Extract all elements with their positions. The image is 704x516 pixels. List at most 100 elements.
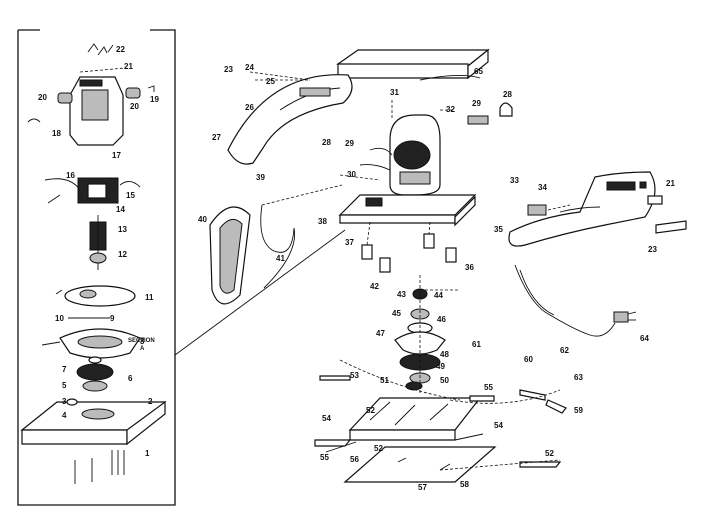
callout-46: 46	[437, 315, 446, 324]
bearing-plate	[55, 285, 136, 307]
callout-23: 23	[648, 245, 657, 254]
callout-22: 22	[116, 45, 125, 54]
brush-caps	[27, 85, 155, 123]
sanding-platen	[325, 397, 484, 453]
callout-25: 25	[266, 77, 275, 86]
handle-half-left	[227, 74, 353, 165]
mounting-screws	[74, 450, 125, 484]
callout-32: 32	[446, 105, 455, 114]
callout-43: 43	[397, 290, 406, 299]
callout-15: 15	[126, 191, 135, 200]
switch-handle-right	[508, 171, 656, 247]
brush-holder-clips	[79, 43, 126, 73]
gear-stack	[394, 275, 446, 395]
leader-lines	[249, 71, 561, 471]
callout-54: 54	[494, 421, 503, 430]
counterweight	[76, 356, 114, 392]
callout-9: 9	[110, 314, 115, 323]
small-hardware-top-right	[467, 102, 687, 234]
callout-52: 52	[374, 444, 383, 453]
callout-58: 58	[460, 480, 469, 489]
callout-61: 61	[472, 340, 481, 349]
callout-53: 53	[350, 371, 359, 380]
callout-55: 55	[484, 383, 493, 392]
callout-60: 60	[524, 355, 533, 364]
rubber-feet	[361, 221, 457, 273]
callout-17: 17	[112, 151, 121, 160]
callout-13: 13	[118, 225, 127, 234]
callout-63: 63	[574, 373, 583, 382]
section-label-letter: A	[140, 346, 145, 352]
callout-10: 10	[55, 314, 64, 323]
callout-2: 2	[148, 397, 153, 406]
callout-39: 39	[256, 173, 265, 182]
callout-42: 42	[370, 282, 379, 291]
callout-23: 23	[224, 65, 233, 74]
callout-37: 37	[345, 238, 354, 247]
callout-54: 54	[322, 414, 331, 423]
callout-64: 64	[640, 334, 649, 343]
callout-51: 51	[380, 376, 389, 385]
callout-29: 29	[345, 139, 354, 148]
callout-29: 29	[472, 99, 481, 108]
callout-49: 49	[436, 362, 445, 371]
callout-26: 26	[245, 103, 254, 112]
callout-31: 31	[390, 88, 399, 97]
wire-spring	[260, 184, 343, 289]
callout-4: 4	[62, 411, 67, 420]
callout-20: 20	[130, 102, 139, 111]
callout-41: 41	[276, 254, 285, 263]
callout-28: 28	[503, 90, 512, 99]
callout-28: 28	[322, 138, 331, 147]
callout-27: 27	[212, 133, 221, 142]
hand-strap	[209, 206, 251, 305]
callout-1: 1	[145, 449, 150, 458]
callout-5: 5	[62, 381, 67, 390]
callout-30: 30	[347, 170, 356, 179]
section-label: SECTION	[128, 338, 155, 344]
callout-21: 21	[666, 179, 675, 188]
callout-48: 48	[440, 350, 449, 359]
callout-6: 6	[128, 374, 133, 383]
callout-labels: 22 21 20 20 19 18 17 16 15 14 13 12 11 1…	[38, 45, 675, 492]
callout-24: 24	[245, 63, 254, 72]
callout-3: 3	[62, 397, 67, 406]
callout-40: 40	[198, 215, 207, 224]
callout-7: 7	[62, 365, 67, 374]
clamp-levers	[314, 375, 567, 468]
power-cord	[514, 264, 637, 337]
callout-14: 14	[116, 205, 125, 214]
callout-55: 55	[320, 453, 329, 462]
callout-8: 8	[140, 337, 145, 346]
callout-19: 19	[150, 95, 159, 104]
callout-62: 62	[560, 346, 569, 355]
callout-20: 20	[38, 93, 47, 102]
callout-35: 35	[494, 225, 503, 234]
callout-18: 18	[52, 129, 61, 138]
sandpaper-sheet	[343, 446, 497, 483]
callout-11: 11	[145, 293, 154, 302]
callout-16: 16	[66, 171, 75, 180]
callout-33: 33	[510, 176, 519, 185]
callout-50: 50	[440, 376, 449, 385]
callout-65: 65	[474, 67, 483, 76]
callout-52: 52	[545, 449, 554, 458]
section-a-inset	[17, 29, 346, 506]
callout-34: 34	[538, 183, 547, 192]
motor-housing-top	[69, 76, 124, 146]
pad-base	[20, 398, 167, 446]
callout-56: 56	[350, 455, 359, 464]
callout-38: 38	[318, 217, 327, 226]
base-plate	[338, 194, 477, 227]
callout-21: 21	[124, 62, 133, 71]
gear-case	[41, 328, 141, 359]
callout-59: 59	[574, 406, 583, 415]
field-assembly	[44, 177, 141, 204]
callout-57: 57	[418, 483, 427, 492]
callout-45: 45	[392, 309, 401, 318]
callout-44: 44	[434, 291, 443, 300]
top-cover	[336, 48, 490, 81]
callout-52: 52	[366, 406, 375, 415]
callout-12: 12	[118, 250, 127, 259]
